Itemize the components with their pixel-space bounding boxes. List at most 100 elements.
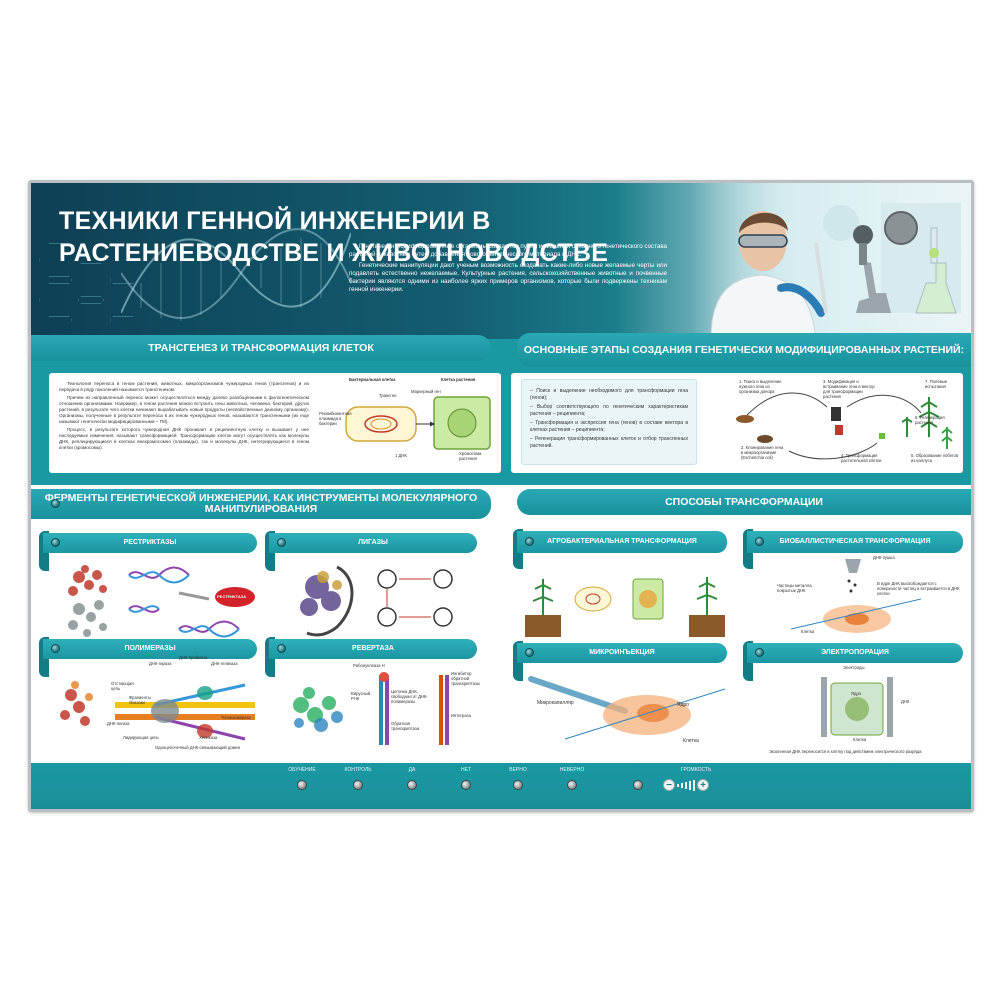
restrictases-header: РЕСТРИКТАЗЫ <box>43 533 257 553</box>
section-indicator-icon <box>277 538 286 547</box>
stages-diagram <box>736 392 953 460</box>
revertase-part-label: Цепочка ДНК, свободная от ДНК-полимеразы <box>391 689 428 704</box>
cell-label: Клетка <box>683 738 699 744</box>
transgenesis-diagram <box>345 396 491 450</box>
polymerase-part-label: Лидирующая цепь <box>123 735 159 740</box>
stage-item: – Выбор соответствующего по генетическим… <box>530 404 688 417</box>
enzymes-header: ФЕРМЕНТЫ ГЕНЕТИЧЕСКОЙ ИНЖЕНЕРИИ, КАК ИНС… <box>31 489 491 519</box>
stage-item: – Регенерация трансформированных клеток … <box>530 436 688 449</box>
intro-text: Генетически модифицированные организмы с… <box>349 243 667 297</box>
correct-button[interactable] <box>513 780 523 790</box>
volume-down-button[interactable]: − <box>663 779 675 791</box>
stages-list-box: – Поиск и выделение необходимого для тра… <box>521 379 697 465</box>
stage-step-label: 5. Образование побегов из каллуса <box>911 453 959 463</box>
transgenesis-text: Технология переноса в геном растений, жи… <box>59 381 309 453</box>
stage-step-label: 3. Модификация и встраивание гена в вект… <box>823 379 875 399</box>
methods-header: СПОСОБЫ ТРАНСФОРМАЦИИ <box>517 489 971 515</box>
transgenesis-paragraph: Причем их направленный перенос может осу… <box>59 395 309 424</box>
dna-label: 1 ДНК <box>395 453 407 458</box>
hex-decoration <box>39 243 79 277</box>
no-button[interactable] <box>461 780 471 790</box>
stage-step-label: 1. Поиск и выделение нужного гена из орг… <box>739 379 782 394</box>
stage-item: – Трансформация и экспрессия гена (генов… <box>530 420 688 433</box>
volume-level-bar <box>693 779 695 791</box>
transgenesis-paragraph: Процесс, в результате которого чужеродна… <box>59 427 309 450</box>
section-indicator-icon <box>51 644 60 653</box>
dna-release-label: В ядре ДНК высвобождается с поверхности … <box>877 581 960 596</box>
stage-step-label: 6. Регенерация растения <box>915 415 945 425</box>
learn-button[interactable] <box>297 780 307 790</box>
stages-list: – Поиск и выделение необходимого для тра… <box>522 380 696 460</box>
cell-label: Клетка <box>853 737 867 742</box>
dna-gun-label: ДНК-пушка <box>873 555 895 560</box>
polymerase-part-label: Отстающая цепь <box>111 681 134 691</box>
volume-control: − + <box>663 779 709 791</box>
scientist-photo <box>691 183 971 339</box>
plant-chromosome-label: Хромосома растения <box>459 451 482 461</box>
stage-step-label: 7. Полевые испытания <box>925 379 948 389</box>
polymerase-part-label: ДНК-гираза <box>149 661 172 666</box>
section-indicator-icon <box>51 538 60 547</box>
stage-step-label: 2. Клонирование гена в микроорганизме (E… <box>741 445 784 460</box>
electroporation-illustration <box>821 677 893 737</box>
polymerase-part-label: Фрагменты Оказаки <box>129 695 151 705</box>
transgenesis-header: ТРАНСГЕНЕЗ И ТРАНСФОРМАЦИЯ КЛЕТОК <box>31 335 491 361</box>
restrictase-illustration <box>68 565 255 638</box>
dna-helix-icon <box>121 228 351 321</box>
no-label: НЕТ <box>461 767 471 773</box>
intro-paragraph: Генетически модифицированные организмы с… <box>349 243 667 258</box>
stages-header: ОСНОВНЫЕ ЭТАПЫ СОЗДАНИЯ ГЕНЕТИЧЕСКИ МОДИ… <box>517 333 971 367</box>
section-indicator-icon <box>755 648 764 657</box>
bacterial-cell-label: Бактериальная клетка <box>349 377 396 382</box>
revertase-part-label: Рибонуклеаза H <box>353 663 385 668</box>
control-bar: ОБУЧЕНИЕ КОНТРОЛЬ ДА НЕТ ВЕРНО НЕВЕРНО Г… <box>31 763 971 809</box>
electroporation-caption: Экзогенная ДНК переносится в клетку под … <box>769 749 922 754</box>
transgene-label: Трансген <box>379 393 397 398</box>
yes-button[interactable] <box>407 780 417 790</box>
revertase-part-label: Вирусный РНК <box>351 691 371 701</box>
biolistic-illustration <box>790 559 922 633</box>
control-button[interactable] <box>353 780 363 790</box>
section-indicator-icon <box>277 644 286 653</box>
transgenesis-panel: Технология переноса в геном растений, жи… <box>49 373 501 473</box>
polymerase-part-label: Хеликаза <box>199 735 218 740</box>
revertase-part-label: Интеграза <box>451 713 471 718</box>
restrictase-label: РЕСТРИКТАЗА <box>217 594 247 599</box>
incorrect-label: НЕВЕРНО <box>559 767 585 773</box>
poster-title: ТЕХНИКИ ГЕННОЙ ИНЖЕНЕРИИ В РАСТЕНИЕВОДСТ… <box>59 207 609 267</box>
polymerase-part-label: ДНК-геликаза <box>211 661 238 666</box>
volume-level-bar <box>685 781 687 789</box>
section-indicator-icon <box>51 499 60 508</box>
scientist-lab-illustration <box>710 203 961 339</box>
polymerase-illustration <box>60 681 255 741</box>
volume-level-bar <box>677 783 679 787</box>
volume-level-bar <box>681 782 683 788</box>
polymerase-part-label: Топоизомераза <box>221 715 251 720</box>
volume-label: ГРОМКОСТЬ <box>680 767 712 773</box>
yes-label: ДА <box>408 767 416 773</box>
revertase-illustration <box>293 672 449 745</box>
learn-label: ОБУЧЕНИЕ <box>288 767 316 773</box>
polymerase-part-label: ДНК-праймаза <box>179 655 208 660</box>
stage-item: – Поиск и выделение необходимого для тра… <box>530 388 688 401</box>
volume-level-bar <box>689 780 691 790</box>
correct-label: ВЕРНО <box>509 767 527 773</box>
section-indicator-icon <box>525 648 534 657</box>
stage-step-label: 4. Трансформация растительной клетки <box>841 453 882 463</box>
hex-decoration <box>71 303 111 337</box>
hex-decoration <box>71 263 111 297</box>
biolistic-header: БИОБАЛЛИСТИЧЕСКАЯ ТРАНСФОРМАЦИЯ <box>747 531 963 553</box>
cell-label: Клетка <box>801 629 815 634</box>
polymerase-part-label: ДНК-лигаза <box>107 721 130 726</box>
ligases-header: ЛИГАЗЫ <box>269 533 477 553</box>
transgenesis-paragraph: Технология переноса в геном растений, жи… <box>59 381 309 392</box>
pause-button[interactable] <box>633 780 643 790</box>
polymerase-part-label: Одноцепочечный ДНК-связывающий домен <box>155 745 241 750</box>
incorrect-button[interactable] <box>567 780 577 790</box>
electroporation-header: ЭЛЕКТРОПОРАЦИЯ <box>747 643 963 663</box>
agro-header: АГРОБАКТЕРИАЛЬНАЯ ТРАНСФОРМАЦИЯ <box>517 531 727 553</box>
dna-label: ДНК <box>901 699 910 704</box>
poster-board: ТЕХНИКИ ГЕННОЙ ИНЖЕНЕРИИ В РАСТЕНИЕВОДСТ… <box>28 180 974 812</box>
volume-up-button[interactable]: + <box>697 779 709 791</box>
microinjection-header: МИКРОИНЪЕКЦИЯ <box>517 643 727 663</box>
